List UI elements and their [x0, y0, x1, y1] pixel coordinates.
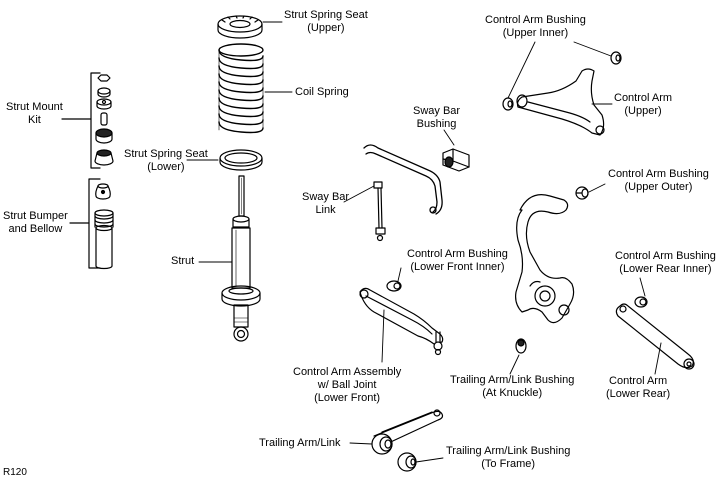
label-control-arm-bushing-lower-front-inner: Control Arm Bushing (Lower Front Inner)	[407, 248, 508, 273]
label-trailing-arm-link: Trailing Arm/Link	[259, 437, 341, 449]
strut-mount-washer-icon	[97, 87, 111, 98]
bushing-upper-outer-icon	[575, 186, 589, 200]
strut-mount-sleeve-icon	[100, 112, 108, 126]
label-trailing-arm-link-bushing-knuckle: Trailing Arm/Link Bushing (At Knuckle)	[450, 374, 575, 399]
label-strut: Strut	[171, 255, 195, 267]
label-control-arm-bushing-lower-rear-inner: Control Arm Bushing (Lower Rear Inner)	[615, 250, 716, 275]
strut-bumper-bracket	[69, 178, 101, 269]
bushing-lower-rear-inner-icon	[634, 296, 648, 308]
label-control-arm-bushing-upper-outer: Control Arm Bushing (Upper Outer)	[608, 168, 709, 193]
trailing-arm-bushing-to-frame-icon	[397, 452, 417, 472]
label-strut-spring-seat-lower: Strut Spring Seat (Lower)	[124, 148, 208, 173]
control-arm-upper-icon	[516, 68, 605, 136]
strut-mount-nut-icon	[97, 74, 111, 82]
label-strut-bumper-bellow: Strut Bumper and Bellow	[3, 210, 68, 235]
label-sway-bar-bushing: Sway Bar Bushing	[413, 105, 461, 130]
strut-icon	[221, 175, 261, 342]
bushing-upper-inner-b-icon	[610, 51, 622, 65]
steering-knuckle-icon	[515, 194, 575, 324]
bushing-at-knuckle-icon	[515, 338, 527, 354]
strut-mount-bearing-icon	[95, 128, 113, 144]
figure-code: R120	[3, 467, 27, 478]
strut-mount-kit-bracket	[61, 72, 101, 169]
sway-bar-icon	[363, 144, 443, 215]
control-arm-assembly-lower-front-icon	[359, 287, 444, 356]
bushing-upper-inner-a-icon	[502, 97, 514, 111]
strut-mount-insulator-icon	[94, 149, 114, 166]
control-arm-lower-rear-icon	[615, 303, 695, 370]
strut-spring-seat-upper-icon	[217, 15, 263, 39]
sway-bar-bushing-icon	[442, 148, 470, 172]
label-trailing-arm-link-bushing-frame: Trailing Arm/Link Bushing (To Frame)	[446, 445, 571, 470]
trailing-arm-bushing-frame-side-icon	[371, 433, 393, 455]
label-control-arm-assembly-lower-front: Control Arm Assembly w/ Ball Joint (Lowe…	[293, 366, 402, 404]
bushing-lower-front-inner-icon	[386, 280, 402, 292]
label-control-arm-upper: Control Arm (Upper)	[614, 92, 673, 117]
coil-spring-icon	[218, 43, 264, 134]
strut-mount-plate-icon	[96, 98, 112, 110]
label-sway-bar-link: Sway Bar Link	[302, 191, 350, 216]
label-control-arm-bushing-upper-inner: Control Arm Bushing (Upper Inner)	[485, 14, 586, 39]
strut-spring-seat-lower-icon	[219, 149, 263, 171]
label-control-arm-lower-rear: Control Arm (Lower Rear)	[606, 375, 671, 400]
strut-bellow-icon	[94, 209, 114, 270]
label-strut-mount-kit: Strut Mount Kit	[6, 101, 63, 126]
strut-bumper-icon	[95, 183, 111, 200]
sway-bar-link-icon	[373, 181, 386, 242]
label-strut-spring-seat-upper: Strut Spring Seat (Upper)	[284, 9, 368, 34]
label-coil-spring: Coil Spring	[295, 86, 349, 98]
trailing-arm-link-icon	[373, 409, 444, 447]
leader-lines	[186, 21, 662, 463]
